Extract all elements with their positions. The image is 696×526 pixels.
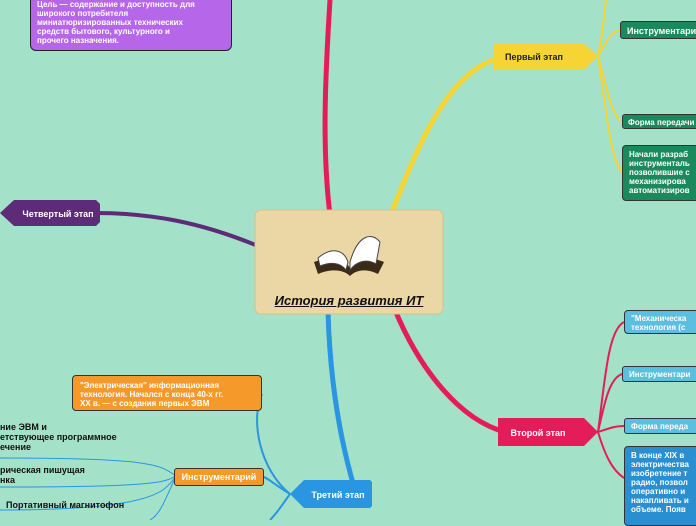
third-electric-node[interactable]: "Электрическая" информационная технологи… [72, 375, 262, 411]
connector-instr-more [149, 475, 177, 520]
fourth-stage-label: Четвертый этап [22, 209, 93, 219]
connector-second-mech [597, 321, 625, 433]
second-late19-node[interactable]: В конце XIX в электричества изобретение … [624, 446, 696, 526]
connector-instr-typewriter [0, 475, 177, 488]
connector-first-instr [597, 29, 621, 57]
third-stage-node[interactable] [290, 480, 372, 508]
connector-second-form [597, 425, 625, 433]
first-stage-label: Первый этап [505, 52, 563, 62]
connector-center-to-third [325, 311, 358, 491]
fourth-stage-node[interactable] [0, 200, 100, 226]
open-book-icon [314, 236, 384, 276]
connector-center-to-first [389, 55, 501, 213]
third-leaf-computers[interactable]: ние ЭВМ и етствующее программное ечение [0, 422, 117, 452]
connector-first-top [597, 0, 607, 57]
second-stage-node[interactable] [498, 418, 598, 446]
third-leaf-typewriter[interactable]: рическая пишущая нка [0, 465, 85, 485]
connector-second-late [597, 431, 625, 479]
first-began-node[interactable]: Начали разраб инструменталь позволившие … [622, 145, 696, 201]
connector-third-down [269, 493, 291, 520]
connector-center-to-second [392, 309, 506, 435]
connector-first-form [597, 55, 621, 122]
third-stage-label: Третий этап [311, 490, 364, 500]
top-note: Цель — содержание и доступность для широ… [30, 0, 232, 51]
third-leaf-recorder[interactable]: Портативный магнитофон [6, 500, 125, 510]
second-instrumentarium-node[interactable]: Инструментари [622, 366, 696, 382]
connector-instr-recorder [0, 475, 177, 511]
connector-first-began [597, 55, 623, 173]
first-stage-node[interactable] [494, 44, 598, 70]
second-mechanical-node[interactable]: "Механическа технология (с [624, 310, 696, 334]
connector-instr-computers [0, 457, 177, 477]
second-stage-label: Второй этап [511, 428, 566, 438]
connector-center-to-top [322, 0, 333, 216]
central-title: История развития ИТ [274, 293, 424, 308]
first-transfer-form-node[interactable]: Форма передачи [622, 114, 696, 129]
central-node[interactable] [254, 209, 444, 315]
first-instrumentarium-node[interactable]: Инструментарий [620, 21, 696, 39]
second-transfer-form-node[interactable]: Форма переда [624, 418, 696, 434]
connector-second-instr [597, 373, 623, 433]
third-instrumentarium-node[interactable]: Инструментарий [174, 468, 264, 486]
connector-center-to-fourth [95, 211, 259, 248]
